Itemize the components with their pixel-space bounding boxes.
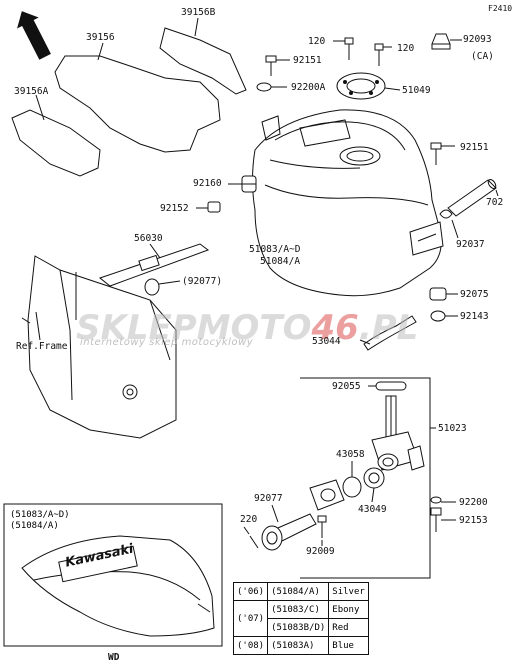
pad-39156b	[159, 27, 247, 95]
label-92093: 92093	[463, 34, 492, 45]
color-cell: Red	[328, 618, 369, 637]
screw-220-icon	[249, 535, 259, 549]
damper-92075-icon	[429, 287, 447, 301]
label-92200: 92200	[459, 497, 488, 508]
label-53044: 53044	[312, 336, 341, 347]
lever-92077-icon	[309, 479, 345, 511]
label-92037: 92037	[456, 239, 485, 250]
label-39156: 39156	[86, 32, 115, 43]
washer-92200a-icon	[256, 82, 272, 92]
year-cell: ('07)	[232, 600, 269, 637]
label-51049: 51049	[402, 85, 431, 96]
plug-92077-a-icon	[144, 278, 160, 296]
label-51023: 51023	[438, 423, 467, 434]
knob-92077-b-icon	[261, 513, 317, 551]
color-cell: Silver	[328, 582, 369, 601]
inset-caption: WD	[108, 652, 120, 663]
label-92143: 92143	[460, 311, 489, 322]
label-92151-b: 92151	[460, 142, 489, 153]
screw-92009-icon	[317, 515, 327, 538]
bolt-92153-icon	[430, 507, 442, 532]
collar-92143-icon	[430, 310, 446, 322]
label-92152: 92152	[160, 203, 189, 214]
label-51083: 51083/A~D	[249, 244, 301, 255]
label-120-b: 120	[397, 43, 415, 54]
inset-label-1: (51083/A~D)	[10, 510, 70, 520]
label-220: 220	[240, 514, 258, 525]
label-92077-a: (92077)	[182, 276, 223, 287]
label-92153: 92153	[459, 515, 488, 526]
label-92075: 92075	[460, 289, 489, 300]
part-cell: (51084/A)	[267, 582, 330, 601]
part-cell: (51083B/D)	[267, 618, 330, 637]
label-51084: 51084/A	[260, 256, 301, 267]
label-92077-b: 92077	[254, 493, 283, 504]
label-39156a: 39156A	[14, 86, 49, 97]
label-39156b: 39156B	[181, 7, 216, 18]
bolt-120-b-icon	[374, 43, 384, 66]
figure-number: F2410	[488, 4, 513, 13]
color-spec-table: ('06) (51084/A) Silver ('07) (51083/C) E…	[232, 582, 369, 655]
color-cell: Blue	[328, 636, 369, 655]
oring-43058-icon	[342, 476, 362, 498]
label-120-a: 120	[308, 36, 326, 47]
ring-51049-icon	[336, 72, 386, 100]
watermark-subtitle: internetowy sklep motocyklowy	[80, 337, 254, 348]
part-cell: (51083/C)	[267, 600, 330, 619]
bolt-92151-a-icon	[265, 55, 277, 76]
collar-92152-icon	[207, 201, 221, 213]
color-cell: Ebony	[328, 600, 369, 619]
label-ref-frame: Ref.Frame	[16, 341, 68, 352]
gasket-92055-icon	[375, 381, 407, 391]
label-92151-a: 92151	[293, 55, 322, 66]
label-702: 702	[486, 197, 504, 208]
front-arrow-icon	[17, 11, 51, 60]
year-cell: ('06)	[232, 582, 269, 601]
cap-92093-icon	[431, 33, 451, 50]
label-56030: 56030	[134, 233, 163, 244]
table-row: ('06) (51084/A) Silver	[232, 582, 369, 601]
label-92160: 92160	[193, 178, 222, 189]
inset-label-2: (51084/A)	[10, 521, 59, 531]
grommet-92160-icon	[241, 175, 257, 193]
label-43058: 43058	[336, 449, 365, 460]
table-row: ('08) (51083A) Blue	[232, 636, 369, 655]
table-row: ('07) (51083/C) Ebony	[232, 600, 369, 637]
washer-92200-icon	[430, 496, 442, 504]
bolt-92151-b-icon	[430, 142, 442, 165]
seal-43049-icon	[363, 467, 385, 489]
label-92093-ca: (CA)	[471, 51, 494, 62]
hose-702-icon	[447, 179, 497, 217]
year-cell: ('08)	[232, 636, 269, 655]
label-92200a: 92200A	[291, 82, 326, 93]
part-cell: (51083A)	[267, 636, 330, 655]
hose-53044-icon	[363, 315, 417, 351]
pad-39156	[54, 55, 221, 153]
label-92055: 92055	[332, 381, 361, 392]
label-43049: 43049	[358, 504, 387, 515]
clamp-92037-icon	[439, 209, 453, 219]
label-92009: 92009	[306, 546, 335, 557]
watermark: SKLEPMOTO46.PL	[76, 308, 419, 348]
fuel-tap-51023-icon	[371, 395, 425, 471]
bolt-120-a-icon	[344, 37, 354, 60]
pad-39156a	[11, 109, 101, 177]
fuel-tank	[252, 109, 442, 297]
